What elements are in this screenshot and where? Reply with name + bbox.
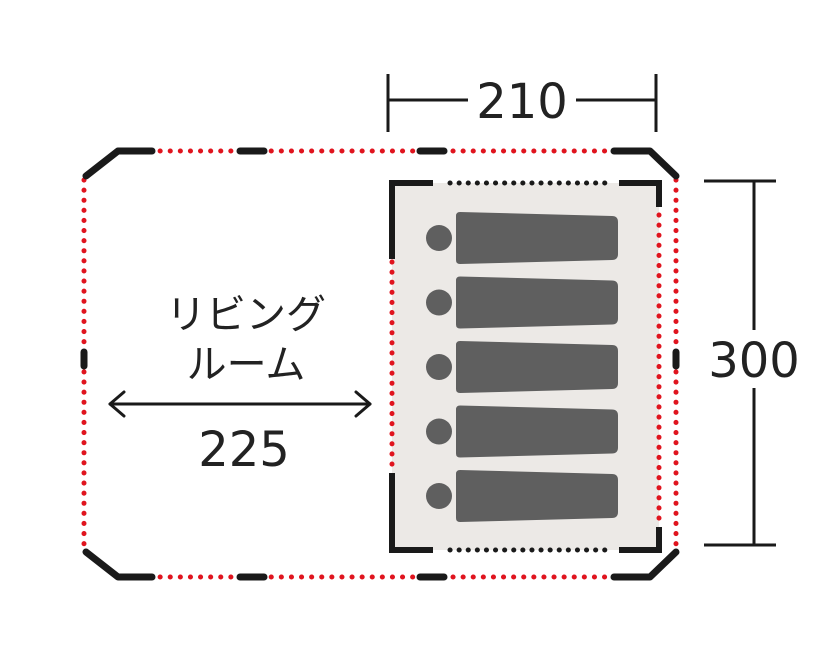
sleeping-bag-head [426,418,452,445]
corner-bottom-right [610,548,680,581]
sleeping-bag [426,470,618,522]
inner-room-dotted-edges [447,180,611,553]
sleeping-bag-body [456,212,618,264]
inner-corner-top-left [389,180,433,259]
sleeping-bag [426,212,618,264]
dim-210-label: 210 [476,74,568,130]
dim-225-arrow-left [108,390,126,418]
sleeping-bag-head [426,289,452,316]
dimension-inner-width [386,74,658,132]
corner-top-left [82,147,156,180]
inner-corner-bottom-left [389,473,433,553]
sleeping-bag-head [426,354,452,380]
corner-bottom-left [82,548,156,581]
sleeping-bag [426,405,618,458]
sleeping-bags [426,212,618,522]
living-room-label-line2: ルーム [187,342,306,388]
dim-225-arrow-right [354,390,372,418]
sleeping-bag-head [426,225,452,251]
sleeping-bag-body [456,470,618,522]
sleeping-bag [426,341,618,393]
dim-300-label: 300 [708,333,800,389]
dim-225-label: 225 [198,422,290,478]
inner-room-frame [389,180,662,553]
inner-corner-bottom-right [619,527,662,553]
sleeping-bag-body [456,405,618,458]
sleeping-bag-body [456,276,618,329]
sleeping-bag-body [456,341,618,393]
dim-300-label-bg [716,330,794,388]
dimension-living-width [108,390,372,418]
corner-top-right [610,147,680,180]
sleeping-bag-head [426,483,452,509]
living-room-label-line1: リビング [166,292,326,338]
inner-corner-top-right [619,180,662,207]
outer-frame [80,147,680,581]
inner-room-door-side [389,212,662,523]
sleeping-bag [426,276,618,329]
